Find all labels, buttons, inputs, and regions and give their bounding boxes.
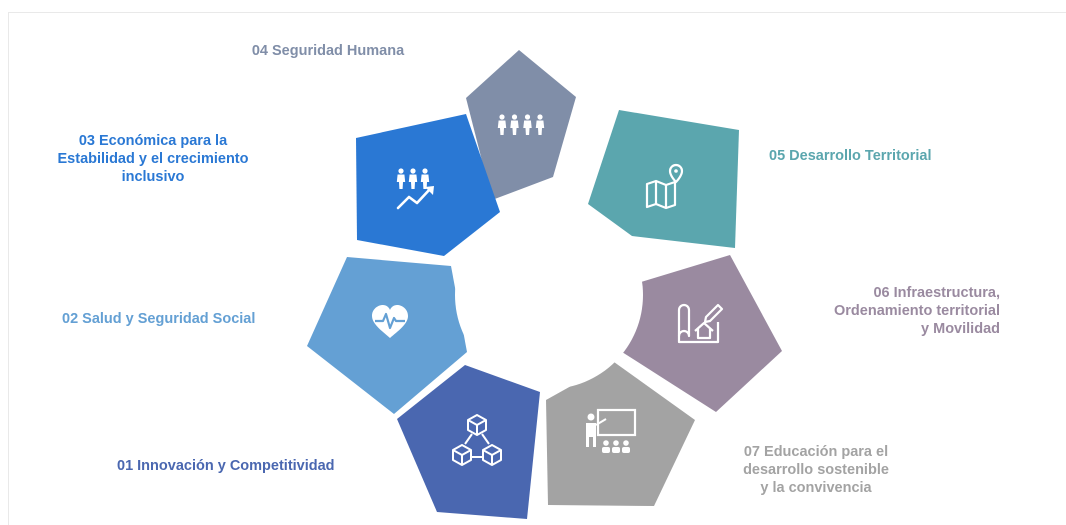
house-blueprint-icon bbox=[677, 303, 724, 344]
teacher-board-icon bbox=[586, 408, 637, 453]
center-circle bbox=[455, 201, 643, 389]
segment-03-pentagon bbox=[356, 114, 500, 256]
segment-06-pentagon bbox=[622, 255, 782, 412]
label-seg-07: 07 Educación para el desarrollo sostenib… bbox=[743, 444, 889, 496]
heartbeat-icon bbox=[372, 305, 408, 338]
segment-01-pentagon bbox=[397, 365, 540, 519]
label-seg-05: 05 Desarrollo Territorial bbox=[769, 148, 932, 164]
segment-04-pentagon bbox=[466, 50, 576, 200]
map-pin-icon bbox=[645, 163, 684, 210]
label-seg-06: 06 Infraestructura, Ordenamiento territo… bbox=[834, 285, 1000, 337]
segment-02-pentagon bbox=[307, 257, 467, 414]
people-growth-icon bbox=[396, 168, 434, 210]
label-seg-03: 03 Económica para la Estabilidad y el cr… bbox=[57, 133, 249, 185]
label-seg-02: 02 Salud y Seguridad Social bbox=[62, 311, 256, 327]
segment-05-pentagon bbox=[588, 110, 739, 248]
network-cubes-icon bbox=[452, 414, 502, 466]
label-seg-04: 04 Seguridad Humana bbox=[251, 43, 405, 59]
label-seg-01: 01 Innovación y Competitividad bbox=[117, 458, 335, 474]
diagram-frame bbox=[8, 12, 1066, 525]
